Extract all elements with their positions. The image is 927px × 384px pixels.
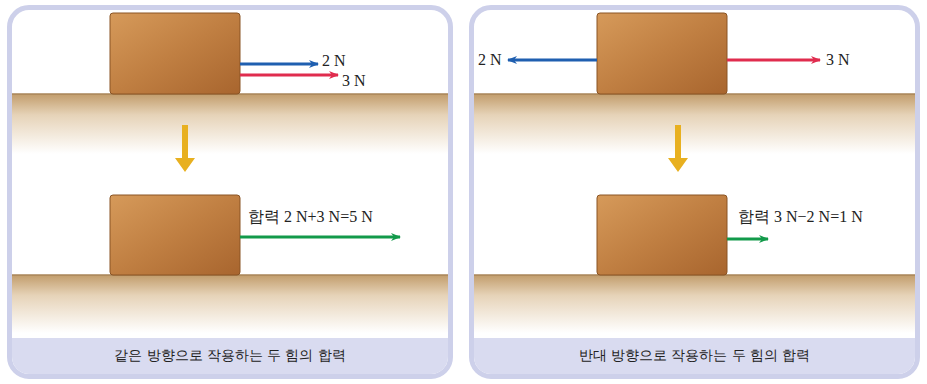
force-label: 3 N: [826, 51, 850, 69]
wood-block: [597, 13, 727, 94]
left-scene: [12, 13, 448, 333]
resultant-arrow: [240, 236, 400, 239]
ground: [474, 94, 915, 154]
force-label: 합력 2 N+3 N=5 N: [248, 208, 373, 226]
force-label: 2 N: [322, 52, 346, 70]
panel-caption: 같은 방향으로 작용하는 두 힘의 합력: [12, 338, 448, 374]
force-arrow: [508, 59, 597, 62]
panel-caption: 반대 방향으로 작용하는 두 힘의 합력: [474, 338, 915, 374]
ground: [12, 94, 448, 154]
right-scene: [474, 13, 915, 333]
down-arrow: [175, 125, 195, 172]
wood-block: [110, 195, 240, 275]
ground: [12, 275, 448, 333]
force-label: 2 N: [478, 51, 502, 69]
force-arrow: [240, 74, 338, 77]
resultant-arrow: [727, 238, 768, 241]
wood-block: [110, 13, 240, 94]
down-arrow: [668, 125, 688, 172]
force-arrow: [727, 59, 820, 62]
force-arrow: [240, 63, 318, 66]
force-label: 합력 3 N−2 N=1 N: [738, 208, 863, 226]
wood-block: [597, 195, 727, 275]
figure-panel: 같은 방향으로 작용하는 두 힘의 합력: [7, 5, 453, 379]
force-label: 3 N: [342, 72, 366, 90]
ground: [474, 275, 915, 333]
figure-panel: 반대 방향으로 작용하는 두 힘의 합력: [469, 5, 920, 379]
